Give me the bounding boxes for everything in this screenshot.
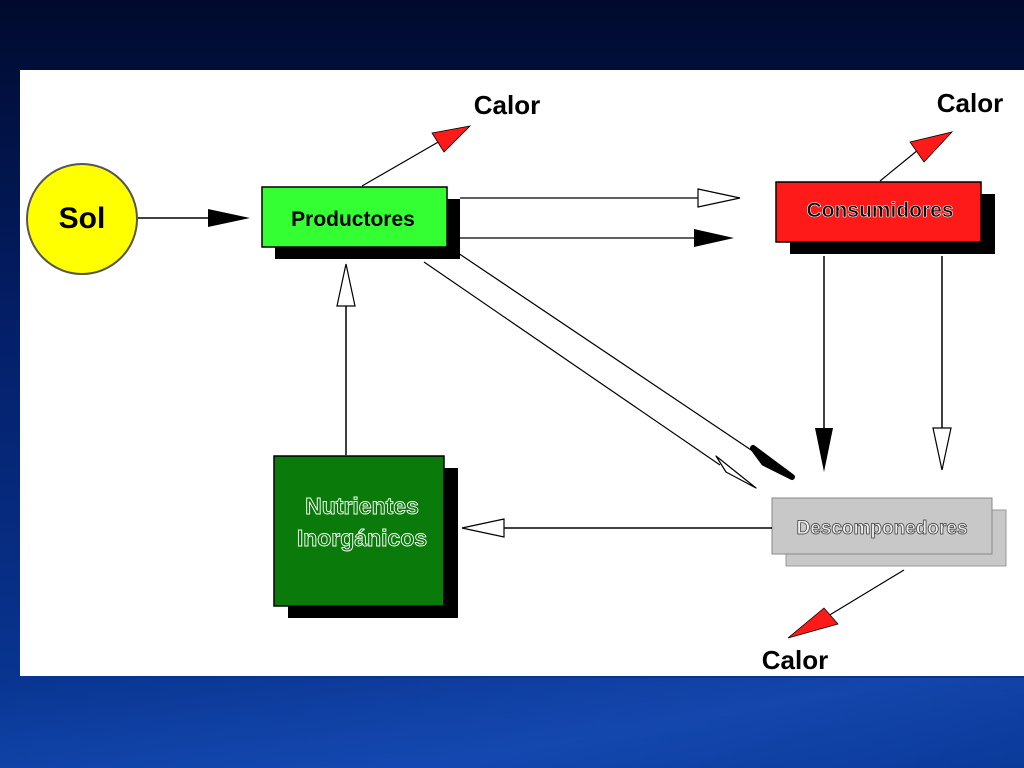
consumidores-heat-arrow (879, 131, 954, 182)
productores-to-consumidores-solid-arrow (460, 229, 734, 247)
sol-label: Sol (59, 202, 106, 235)
productores-heat-label: Calor (474, 90, 540, 120)
descomponedores-label: Descomponedores (796, 518, 967, 539)
productores-node: Productores (261, 186, 460, 259)
productores-heat-arrow (361, 125, 472, 187)
productores-to-consumidores-hollow-arrow (460, 188, 741, 208)
descomponedores-box (771, 497, 993, 555)
descomponedores-heat-arrow (787, 569, 905, 639)
productores-to-descomponedores-solid-arrow (457, 252, 795, 480)
consumidores-to-descomponedores-hollow-arrow (932, 256, 952, 471)
productores-label: Productores (291, 208, 415, 231)
productores-box (261, 186, 448, 248)
descomponedores-heat-label: Calor (762, 645, 828, 675)
consumidores-node: Consumidores (775, 181, 995, 254)
descomponedores-node: Descomponedores (771, 497, 1007, 567)
diagram-panel: Sol Productores Calor (20, 70, 1024, 676)
descomponedores-to-nutrientes-arrow (461, 518, 772, 538)
nutrientes-label-line1: Nutrientes (305, 493, 419, 519)
ecosystem-diagram: Sol Productores Calor (26, 88, 1007, 675)
sol-to-productores-arrow (138, 209, 250, 227)
consumidores-label: Consumidores (806, 199, 953, 222)
consumidores-to-descomponedores-solid-arrow (815, 256, 833, 472)
background-band (0, 678, 1024, 768)
sol-circle (26, 163, 138, 275)
sol-node: Sol (26, 163, 138, 275)
nutrientes-label-line2: Inorgánicos (297, 525, 427, 551)
nutrientes-to-productores-arrow (336, 263, 356, 455)
nutrientes-node: Nutrientes Inorgánicos (273, 455, 458, 618)
productores-to-descomponedores-hollow-arrow (423, 261, 757, 489)
nutrientes-box (273, 455, 445, 607)
consumidores-heat-label: Calor (937, 88, 1003, 118)
consumidores-box (775, 181, 982, 243)
